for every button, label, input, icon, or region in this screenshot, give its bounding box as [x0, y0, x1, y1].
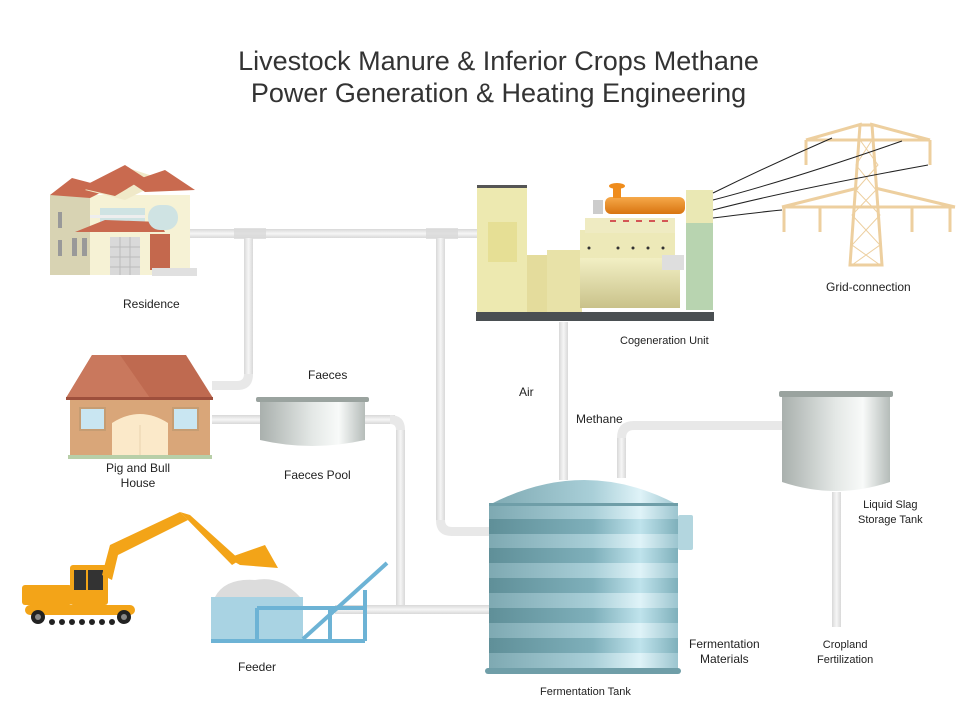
grid-connection-tower [781, 122, 956, 267]
pipe-pig-house-to-faeces-pool [212, 415, 260, 424]
pipe-elbow [436, 520, 490, 536]
diagram-title-line2: Power Generation & Heating Engineering [250, 78, 747, 108]
label-cropland-fertilization: Cropland Fertilization [817, 638, 873, 668]
pipe-to-pig-house [244, 238, 253, 374]
pipe-elbow [617, 421, 782, 438]
pipe-elbow [390, 415, 405, 430]
pipe-to-fermentation-tank [436, 238, 445, 520]
pipe-faeces-down [396, 430, 405, 605]
label-cogeneration-unit: Cogeneration Unit [620, 335, 709, 347]
pipe-faeces-pool-out [365, 415, 395, 424]
label-residence: Residence [123, 297, 180, 311]
faeces-pool-illustration [256, 397, 369, 446]
label-pig-bull-house-line2: House [120, 476, 156, 490]
pipe-feeder-to-tank [335, 605, 490, 614]
diagram-title-line1: Livestock Manure & Inferior Crops Methan… [238, 46, 759, 76]
label-liquid-slag-tank: Liquid Slag Storage Tank [858, 498, 923, 528]
label-fermentation-materials: Fermentation Materials [689, 637, 760, 667]
fermentation-tank-illustration [485, 480, 693, 674]
pipe-air [559, 322, 568, 480]
pipe-to-cropland [832, 492, 841, 627]
excavator-illustration [22, 512, 278, 625]
label-air: Air [519, 385, 534, 399]
residence-illustration [50, 165, 197, 276]
label-pig-bull-house-line1: Pig and Bull [106, 461, 171, 475]
liquid-slag-tank-illustration [779, 391, 893, 491]
cogeneration-unit-illustration [476, 183, 714, 321]
label-faeces-pool: Faeces Pool [284, 468, 351, 482]
pipe-tee [426, 228, 458, 239]
label-liquid-slag-line2: Storage Tank [858, 514, 923, 526]
label-methane: Methane [576, 412, 623, 426]
label-fermentation-tank: Fermentation Tank [540, 686, 631, 698]
pipe-tee [234, 228, 266, 239]
label-faeces: Faeces [308, 368, 348, 382]
label-fermentation-materials-line1: Fermentation [689, 637, 760, 651]
pig-bull-house-illustration [66, 355, 213, 459]
pipe-residence-to-cogeneration [185, 229, 477, 238]
label-fermentation-materials-line2: Materials [700, 652, 749, 666]
pipes [185, 228, 841, 627]
label-pig-bull-house: Pig and Bull House [106, 461, 170, 491]
pipe-methane [617, 438, 626, 478]
pipe-elbow [212, 374, 253, 390]
label-grid-connection: Grid-connection [826, 280, 911, 294]
power-lines [712, 137, 929, 219]
label-liquid-slag-line1: Liquid Slag [863, 499, 918, 511]
label-feeder: Feeder [238, 660, 277, 674]
label-cropland-line1: Cropland [822, 639, 868, 651]
label-cropland-line2: Fertilization [817, 654, 874, 666]
feeder-illustration [211, 561, 389, 643]
